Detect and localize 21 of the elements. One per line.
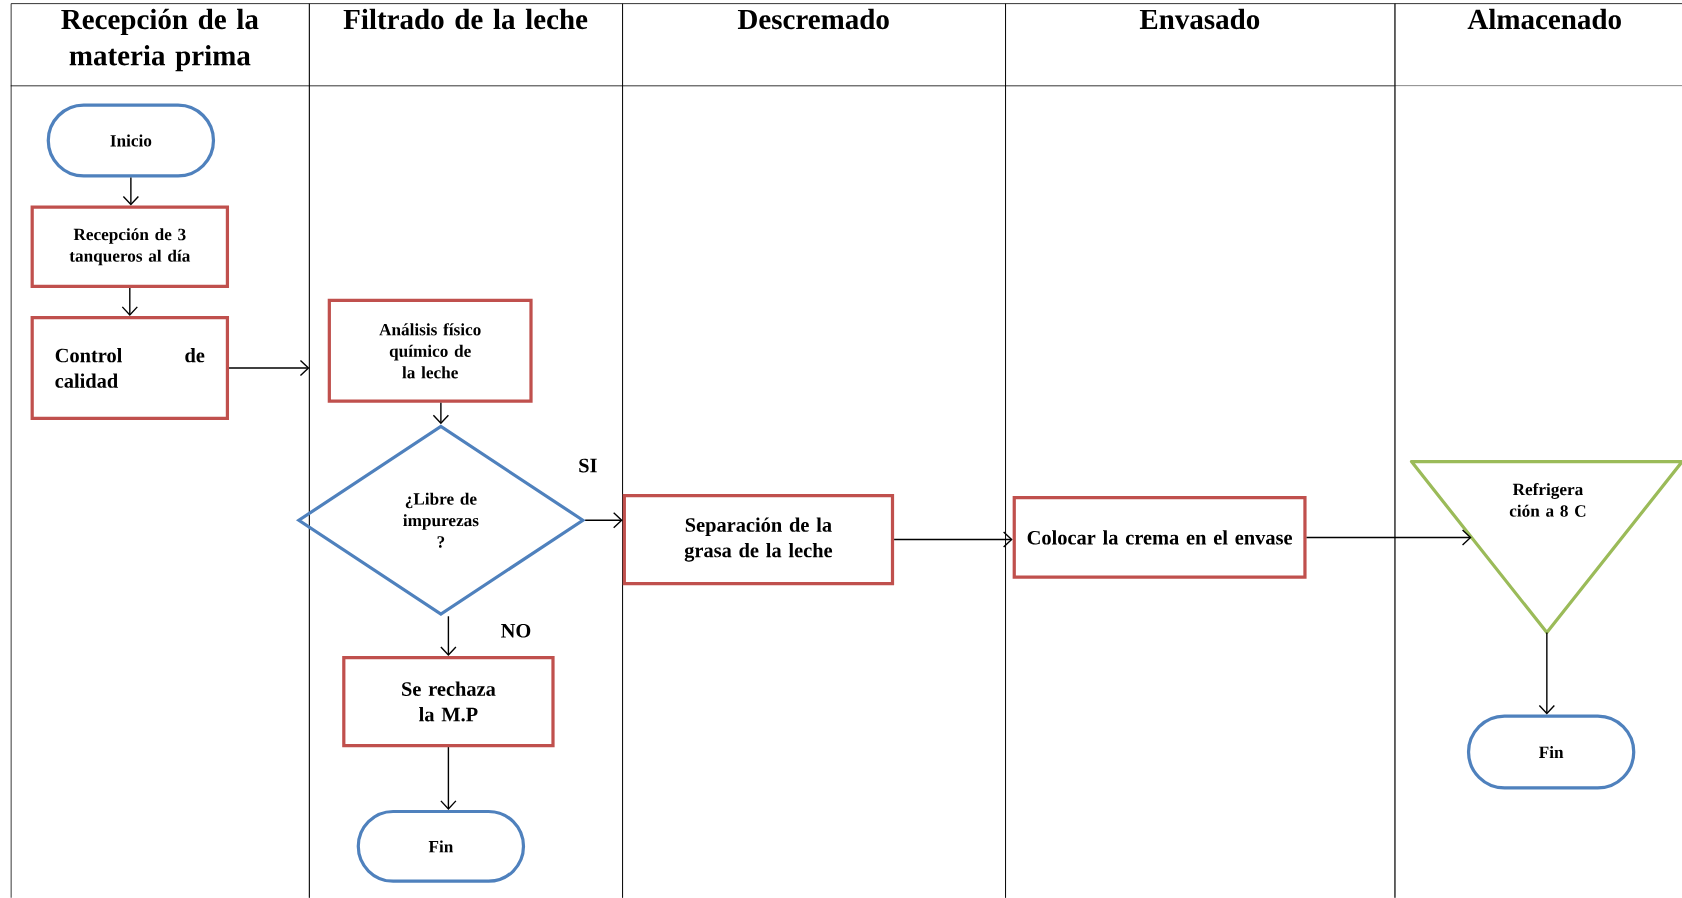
process-box: Análisis físico químico de la leche: [327, 298, 533, 403]
arrow: [432, 402, 450, 425]
arrow: [440, 746, 457, 810]
edge-label: NO: [498, 622, 534, 640]
arrow: [121, 287, 138, 316]
arrow: [584, 512, 623, 529]
process-box: Se rechaza la M.P: [342, 656, 555, 748]
arrow: [893, 531, 1013, 548]
terminal-box: Fin: [1466, 714, 1636, 790]
storage-triangle: Refrigera ción a 8 C: [1409, 460, 1682, 635]
arrow: [1538, 631, 1556, 715]
arrow: [440, 615, 457, 657]
process-box: Recepción de 3 tanqueros al día: [30, 205, 230, 289]
terminal-box: Fin: [356, 809, 526, 883]
process-box: Colocar la crema en el envase: [1012, 496, 1307, 579]
arrow: [228, 359, 310, 377]
process-box: Control de calidad: [30, 316, 230, 421]
terminal-box: Inicio: [46, 103, 216, 178]
process-box: Separación de la grasa de la leche: [622, 494, 895, 586]
arrow: [122, 176, 140, 206]
arrow: [1305, 529, 1472, 546]
